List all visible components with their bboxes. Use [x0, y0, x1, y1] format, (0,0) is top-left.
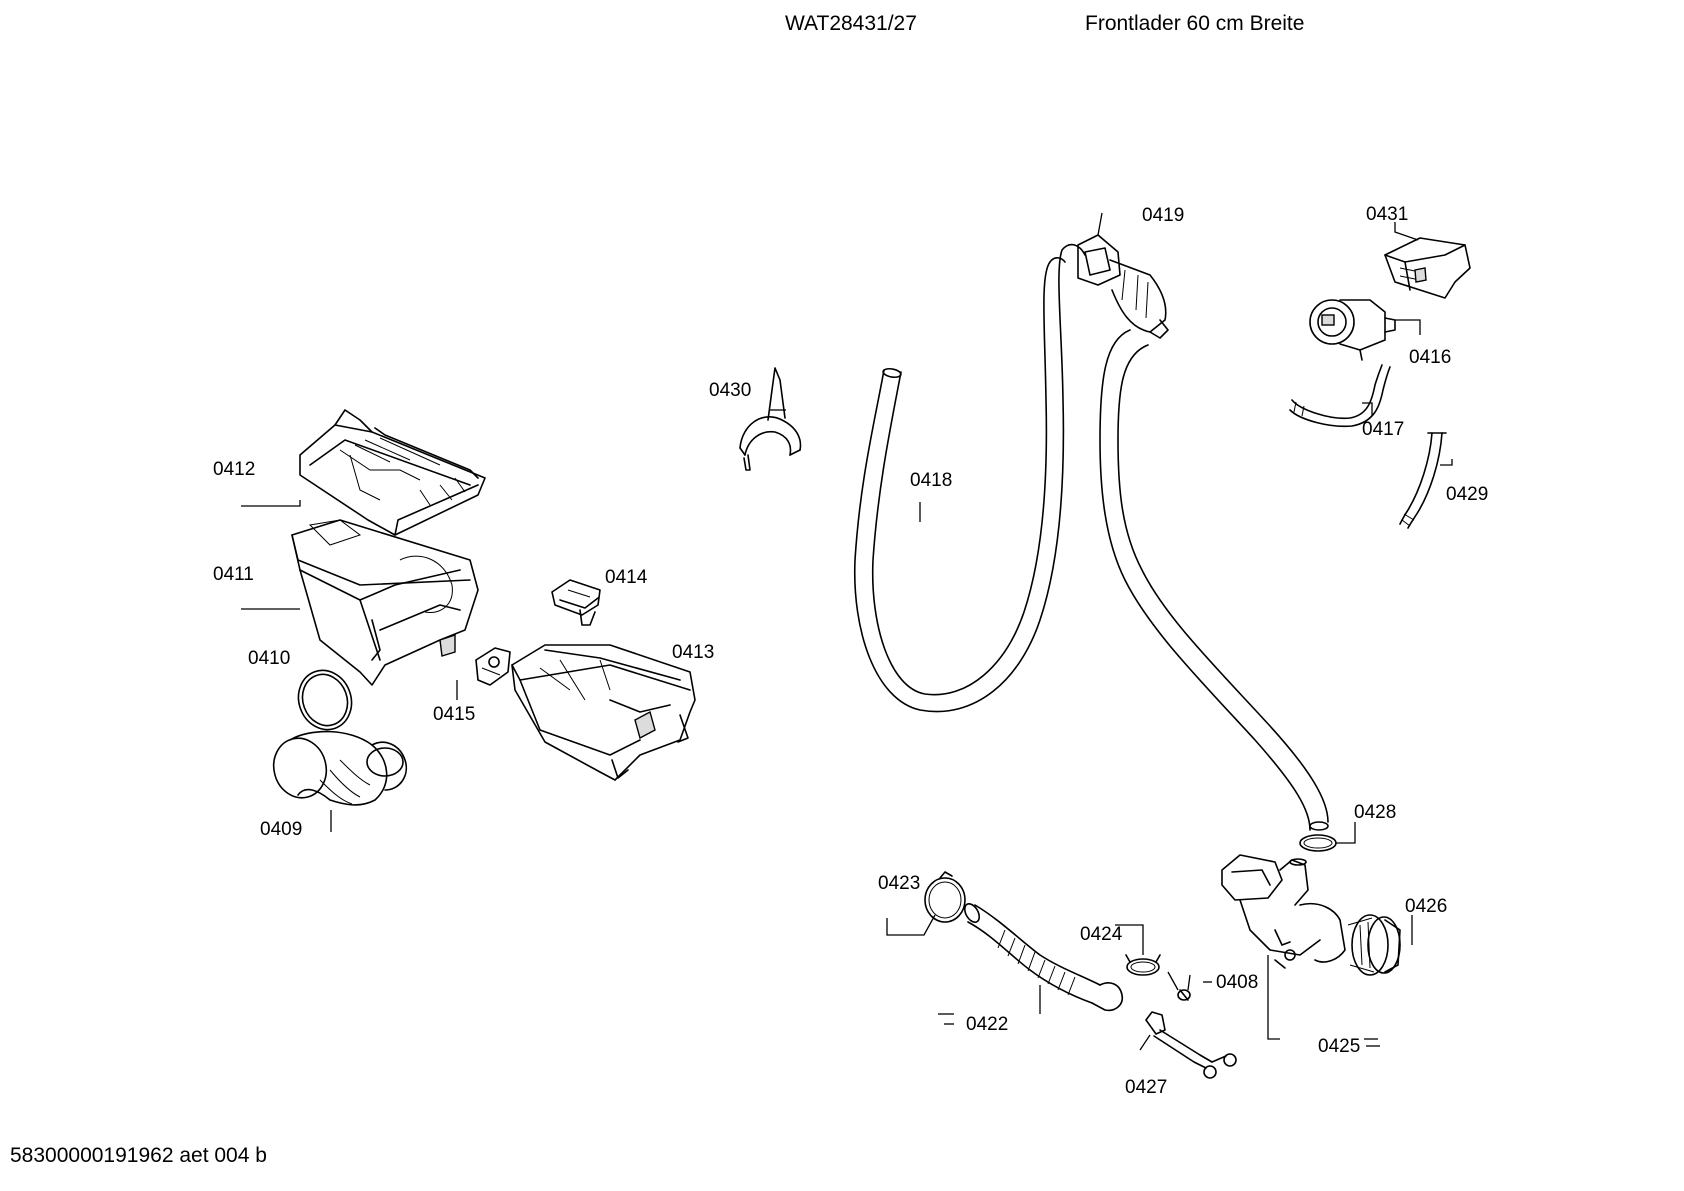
- part-0416-drawing: [1309, 299, 1396, 361]
- leader-lines: [241, 212, 1453, 1051]
- part-0431-drawing: [1384, 237, 1471, 299]
- part-label-0422[interactable]: 0422: [966, 1014, 1008, 1035]
- part-label-0431[interactable]: 0431: [1366, 204, 1408, 225]
- part-0411-drawing: [291, 519, 479, 686]
- part-0426-drawing: [1221, 854, 1401, 976]
- part-0428-drawing: [1299, 834, 1337, 852]
- part-label-0417[interactable]: 0417: [1362, 419, 1404, 440]
- part-0422-drawing: [963, 903, 1124, 1012]
- part-label-0409[interactable]: 0409: [260, 819, 302, 840]
- part-label-0416[interactable]: 0416: [1409, 347, 1451, 368]
- part-label-0408[interactable]: 0408: [1216, 972, 1258, 993]
- part-0409-drawing: [272, 730, 407, 806]
- model-number: WAT28431/27: [785, 12, 917, 35]
- part-label-0412[interactable]: 0412: [213, 459, 255, 480]
- part-label-0413[interactable]: 0413: [672, 642, 714, 663]
- part-0429-drawing: [1399, 432, 1447, 529]
- part-label-0424[interactable]: 0424: [1080, 924, 1123, 945]
- model-description: Frontlader 60 cm Breite: [1085, 12, 1305, 35]
- part-0427-drawing: [1145, 1011, 1237, 1079]
- part-label-0410[interactable]: 0410: [248, 648, 290, 669]
- part-label-0418[interactable]: 0418: [910, 470, 952, 491]
- part-label-0426[interactable]: 0426: [1405, 896, 1447, 917]
- part-0424-drawing: [1125, 954, 1161, 976]
- part-label-0423[interactable]: 0423: [878, 873, 920, 894]
- part-label-0427[interactable]: 0427: [1125, 1077, 1167, 1098]
- part-0418-drawing: [853, 243, 1086, 713]
- label-dashes: [944, 981, 1380, 1047]
- part-0412-drawing: [299, 409, 486, 536]
- part-0408-drawing: [1177, 989, 1191, 1001]
- part-0423-drawing: [924, 871, 966, 923]
- part-0414-drawing: [551, 579, 601, 626]
- part-label-0414[interactable]: 0414: [605, 567, 648, 588]
- part-0419-drawing: [1077, 234, 1329, 831]
- part-label-0429[interactable]: 0429: [1446, 484, 1488, 505]
- part-label-0425[interactable]: 0425: [1318, 1036, 1360, 1057]
- part-0417-drawing: [1289, 364, 1391, 428]
- part-0415-drawing: [475, 647, 511, 686]
- part-label-0411[interactable]: 0411: [213, 564, 254, 585]
- part-0430-drawing: [739, 367, 802, 471]
- part-0413-drawing: [511, 644, 696, 781]
- part-label-0419[interactable]: 0419: [1142, 205, 1184, 226]
- part-label-0430[interactable]: 0430: [709, 380, 751, 401]
- part-label-0428[interactable]: 0428: [1354, 802, 1396, 823]
- part-0410-drawing: [297, 669, 353, 731]
- document-code: 58300000191962 aet 004 b: [10, 1144, 267, 1167]
- part-label-0415[interactable]: 0415: [433, 704, 475, 725]
